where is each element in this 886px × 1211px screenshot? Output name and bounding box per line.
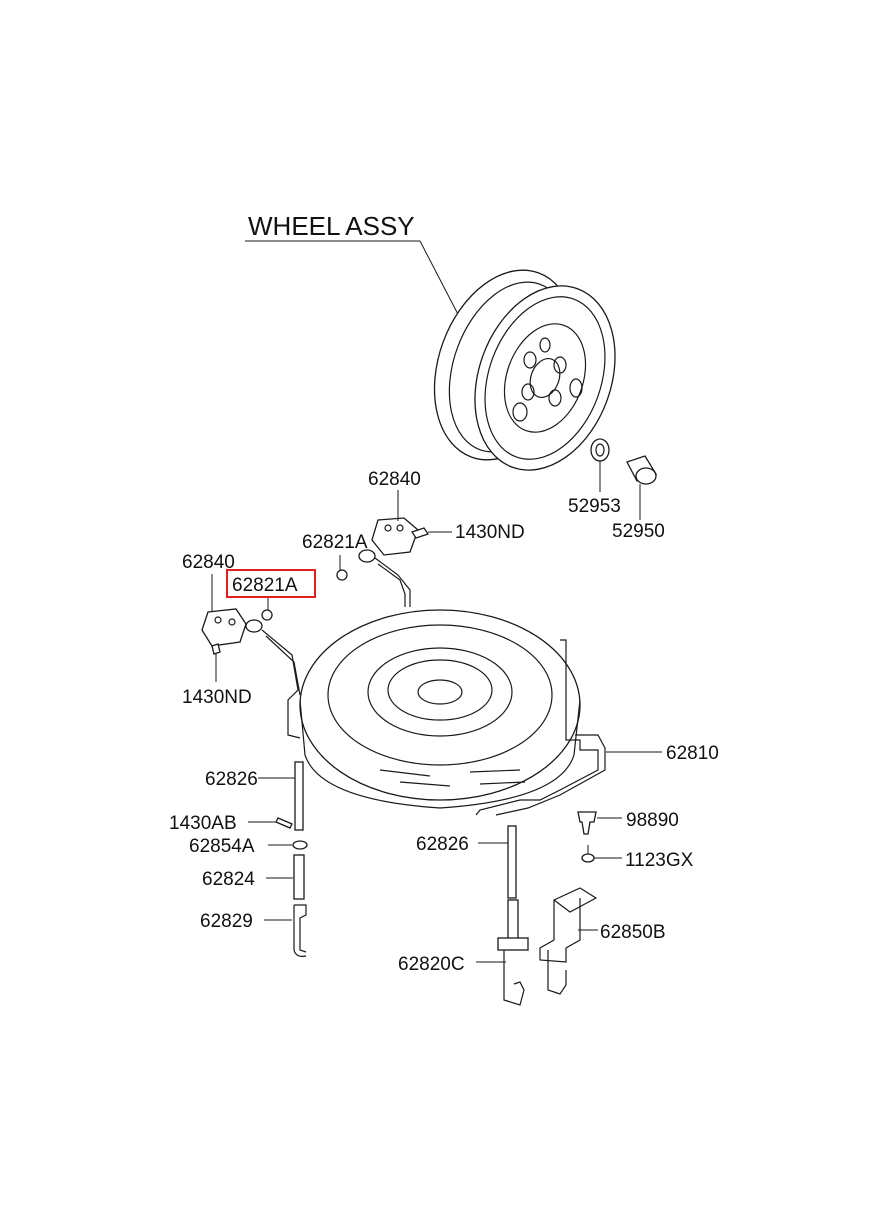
part-label-62820c[interactable]: 62820C xyxy=(398,954,465,975)
part-label-62810[interactable]: 62810 xyxy=(666,743,719,764)
part-label-62826-left[interactable]: 62826 xyxy=(205,769,258,790)
carrier-62810-drawing xyxy=(475,639,662,816)
part-label-62821a-top[interactable]: 62821A xyxy=(302,532,368,553)
highlight-62821a-box xyxy=(226,569,316,598)
bracket-62850b-drawing xyxy=(539,887,598,995)
bolt-62826-mid-drawing xyxy=(478,825,517,899)
rod-62824-drawing xyxy=(266,854,305,900)
bolt-1123gx-drawing xyxy=(581,845,622,863)
part-label-1430nd-left[interactable]: 1430ND xyxy=(182,687,252,708)
bolt-62826-left-drawing xyxy=(258,761,304,831)
part-label-1430nd-top[interactable]: 1430ND xyxy=(455,522,525,543)
wheel-assembly-drawing xyxy=(245,240,616,471)
diagram-title: WHEEL ASSY xyxy=(248,211,415,241)
spare-tire-drawing xyxy=(299,609,581,809)
hook-62820c-drawing xyxy=(476,899,529,1006)
part-label-62826-mid[interactable]: 62826 xyxy=(416,834,469,855)
part-label-1123gx[interactable]: 1123GX xyxy=(625,850,694,871)
part-label-52950[interactable]: 52950 xyxy=(612,521,665,542)
part-label-1430ab[interactable]: 1430AB xyxy=(169,813,237,834)
part-label-62824[interactable]: 62824 xyxy=(202,869,255,890)
lug-nut-52950-drawing xyxy=(626,455,657,520)
washer-62854a-drawing xyxy=(268,840,308,850)
screw-1430ab-drawing xyxy=(248,817,293,829)
part-label-62821a-left-highlighted[interactable]: 62821A xyxy=(232,575,298,596)
plug-98890-drawing xyxy=(577,811,622,835)
part-label-98890[interactable]: 98890 xyxy=(626,810,679,831)
washer-52953-drawing xyxy=(590,438,610,492)
part-label-62840-left[interactable]: 62840 xyxy=(182,552,235,573)
part-label-62854a[interactable]: 62854A xyxy=(189,836,255,857)
bracket-62840-left-drawing xyxy=(201,574,301,739)
part-label-62829[interactable]: 62829 xyxy=(200,911,253,932)
hook-62829-drawing xyxy=(264,904,307,957)
bracket-62840-top-drawing xyxy=(336,490,452,607)
part-label-62850b[interactable]: 62850B xyxy=(600,922,666,943)
part-label-52953[interactable]: 52953 xyxy=(568,496,621,517)
part-label-62840-top[interactable]: 62840 xyxy=(368,469,421,490)
